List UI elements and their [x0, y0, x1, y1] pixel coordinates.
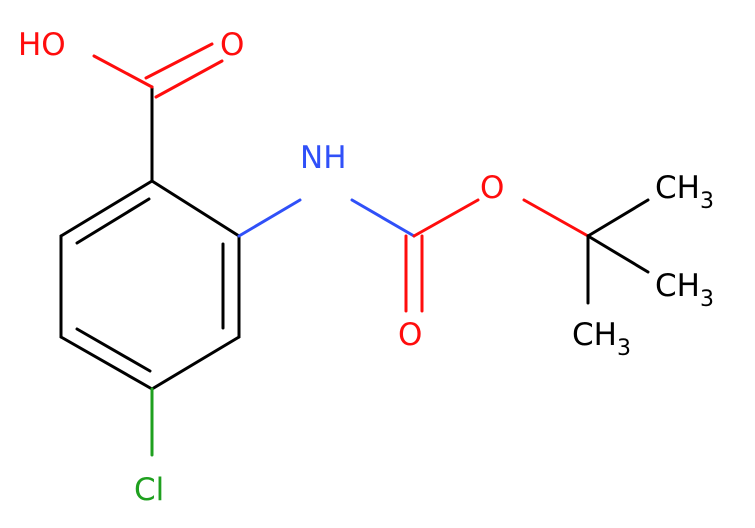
bond-c-o-double-a: [144, 42, 214, 80]
bond-c-o-double-b: [154, 59, 224, 99]
label-methyl-2: CH3: [655, 268, 714, 312]
label-acid-carbonyl-o: O: [220, 27, 244, 63]
label-ester-o: O: [480, 170, 504, 206]
label-hydroxyl: HO: [18, 27, 66, 63]
ring-bond-1-inner: [75, 197, 151, 245]
bond-tbu-me1: [586, 198, 650, 238]
bond-c-o-ester: [412, 198, 480, 238]
label-carbamate-o: O: [398, 317, 422, 353]
bond-o-tbu: [522, 198, 590, 238]
ring-bond-3: [59, 335, 154, 391]
ring-bond-3-inner: [75, 327, 152, 373]
bond-tbu-me2: [586, 234, 650, 274]
label-amine: NH: [300, 140, 347, 176]
bond-c-oh: [92, 54, 154, 89]
ring-bond-6: [150, 179, 241, 238]
ring-bond-4: [150, 335, 241, 391]
label-chloro: Cl: [134, 472, 164, 508]
label-methyl-1: CH3: [655, 170, 714, 214]
label-methyl-3: CH3: [572, 317, 631, 361]
bond-nh-c: [350, 198, 416, 238]
ring-bond-1: [59, 179, 154, 238]
bond-ring-nh: [237, 198, 302, 238]
